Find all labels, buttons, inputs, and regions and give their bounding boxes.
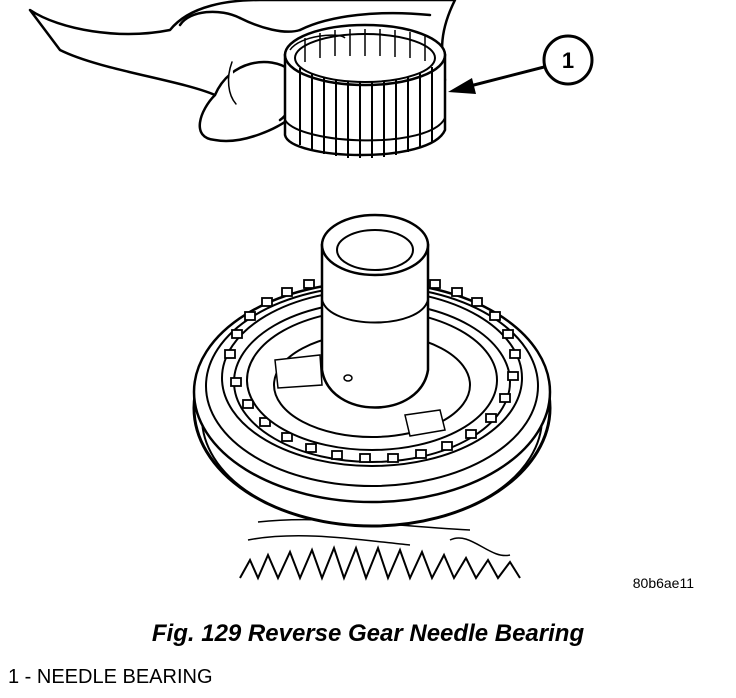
needle-bearing <box>283 23 447 158</box>
clutch-teeth-marks <box>224 279 521 463</box>
figure-caption: Fig. 129 Reverse Gear Needle Bearing <box>151 620 585 647</box>
svg-text:1: 1 <box>562 48 574 73</box>
callout-1: 1 <box>542 34 594 86</box>
legend-item: 1 - NEEDLE BEARING <box>8 666 213 688</box>
gear-assembly <box>192 213 552 581</box>
helical-gear <box>239 518 521 581</box>
image-code: 80b6ae11 <box>633 575 694 591</box>
callout-arrow <box>448 64 549 94</box>
